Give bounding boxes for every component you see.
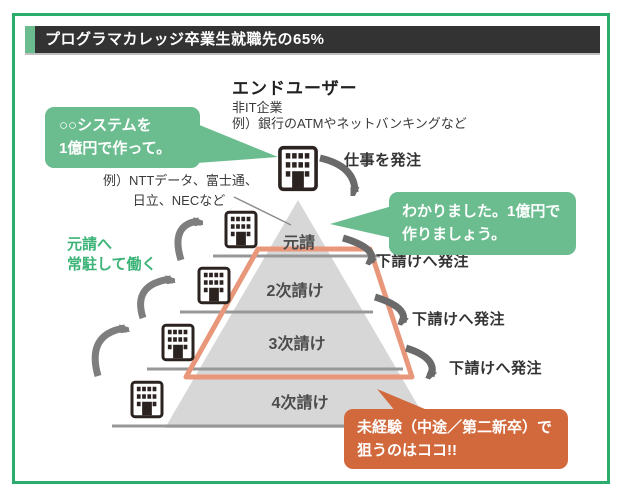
highlight-trapezoid: [183, 246, 415, 380]
target-bubble-line1: 未経験（中途／第二新卒）で: [357, 419, 553, 436]
pyramid-shape: [165, 200, 431, 428]
request-bubble-line1: ○○システムを: [59, 117, 152, 134]
vendors-note: 例）NTTデータ、富士通、 日立、NECなど: [103, 171, 258, 210]
onsite-work-note: 元請へ 常駐して働く: [67, 235, 157, 276]
vendors-note-line2: 日立、NECなど: [132, 192, 226, 208]
end-user-note-line1: 非IT企業: [232, 100, 283, 115]
request-speech-bubble: ○○システムを 1億円で作って。: [45, 107, 200, 168]
request-bubble-tail: [197, 124, 278, 163]
title-accent-block: [25, 26, 35, 53]
end-user-heading: エンドユーザー: [232, 79, 358, 98]
pyramid-level-prime: 元請: [282, 235, 316, 252]
subcontract-label-1: 下請けへ発注: [376, 253, 470, 270]
green-border-frame: [12, 13, 610, 484]
up-arrow-to-prime: [174, 221, 199, 262]
page-title: プログラマカレッジ卒業生就職先の65%: [45, 31, 325, 48]
order-arrow-top: [319, 154, 355, 192]
up-arrow-to-tier3: [91, 328, 125, 377]
pyramid-level-tier3: 3次請け: [268, 336, 326, 353]
building-icon-tier4: [130, 380, 164, 419]
pyramid-level-tier4: 4次請け: [271, 395, 329, 412]
up-arrow-to-tier2: [137, 279, 171, 320]
subcontract-label-2: 下請けへ発注: [412, 311, 506, 328]
accept-speech-bubble: わかりました。1億円で 作りましょう。: [389, 192, 576, 255]
order-arrow-tier3: [373, 293, 404, 322]
title-bar: プログラマカレッジ卒業生就職先の65%: [25, 26, 600, 53]
target-speech-bubble: 未経験（中途／第二新卒）で 狙うのはココ!!: [344, 409, 568, 469]
end-user-note-line2: 例）銀行のATMやネットバンキングなど: [232, 116, 467, 131]
order-arrow-tier4: [404, 344, 432, 376]
order-arrow-tier2: [341, 234, 372, 262]
accept-bubble-tail: [330, 206, 392, 238]
building-icon-enduser: [278, 145, 318, 192]
onsite-work-note-line1: 元請へ: [67, 236, 113, 253]
vendors-note-line1: 例）NTTデータ、富士通、: [103, 173, 258, 188]
building-icon-tier3: [161, 323, 195, 362]
pyramid-level-tier2: 2次請け: [266, 283, 324, 300]
accept-bubble-line1: わかりました。1億円で: [402, 203, 561, 220]
building-icon-prime: [224, 210, 258, 249]
subcontract-label-3: 下請けへ発注: [449, 360, 543, 377]
vendor-pointer-line: [233, 196, 292, 226]
order-label-top: 仕事を発注: [344, 152, 422, 169]
target-bubble-line2: 狙うのはココ!!: [357, 442, 457, 460]
accept-bubble-line2: 作りましょう。: [402, 226, 507, 244]
onsite-work-note-line2: 常駐して働く: [67, 256, 157, 274]
request-bubble-line2: 1億円で作って。: [59, 140, 172, 158]
target-bubble-tail: [377, 389, 432, 412]
building-icon-tier2: [197, 266, 231, 305]
